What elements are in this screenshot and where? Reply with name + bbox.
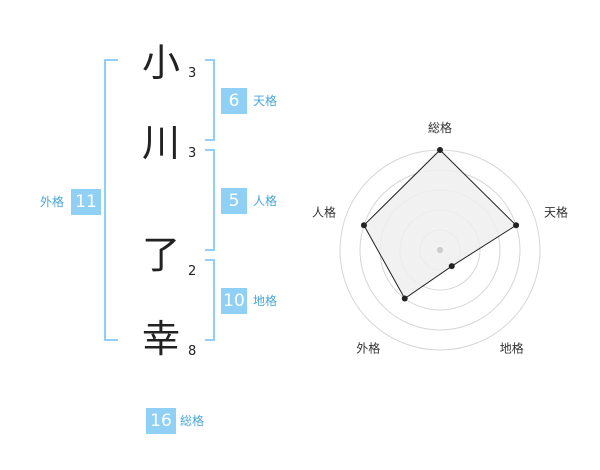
stroke-count-1: 3 <box>188 66 197 81</box>
chikaku-value: 10 <box>221 288 247 314</box>
stroke-count-2: 3 <box>188 146 197 161</box>
jinkaku-label: 人格 <box>253 194 278 208</box>
radar-center-dot <box>437 247 443 253</box>
jinkaku-bracket <box>205 149 215 251</box>
name-char-2: 川 <box>141 121 180 165</box>
name-char-1: 小 <box>141 41 180 85</box>
stroke-count-3: 2 <box>188 264 197 279</box>
radar-point-3 <box>448 263 455 270</box>
gaikaku-label: 外格 <box>40 195 65 209</box>
radar-axis-label-3: 地格 <box>500 341 524 356</box>
name-char-4: 幸 <box>141 317 180 361</box>
radar-polygon <box>363 149 517 300</box>
chikaku-bracket <box>205 259 215 341</box>
jinkaku-value: 5 <box>221 188 247 214</box>
radar-point-1 <box>437 147 443 153</box>
tenkaku-value: 6 <box>221 88 247 114</box>
stroke-count-4: 8 <box>188 344 197 359</box>
radar-point-2 <box>513 222 520 229</box>
radar-point-5 <box>360 222 367 229</box>
tenkaku-label: 天格 <box>253 94 278 108</box>
gaikaku-value: 11 <box>71 189 101 215</box>
soukaku-label: 総格 <box>180 414 205 428</box>
name-char-3: 了 <box>141 233 180 277</box>
radar-axis-label-5: 人格 <box>312 204 336 219</box>
radar-axis-label-1: 総格 <box>428 120 452 135</box>
radar-point-4 <box>401 295 408 302</box>
soukaku-value: 16 <box>146 408 176 434</box>
tenkaku-bracket <box>205 59 215 141</box>
radar-axis-label-4: 外格 <box>356 341 380 356</box>
chikaku-label: 地格 <box>253 294 278 308</box>
radar-axis-label-2: 天格 <box>544 204 568 219</box>
gaikaku-bracket <box>104 59 118 341</box>
